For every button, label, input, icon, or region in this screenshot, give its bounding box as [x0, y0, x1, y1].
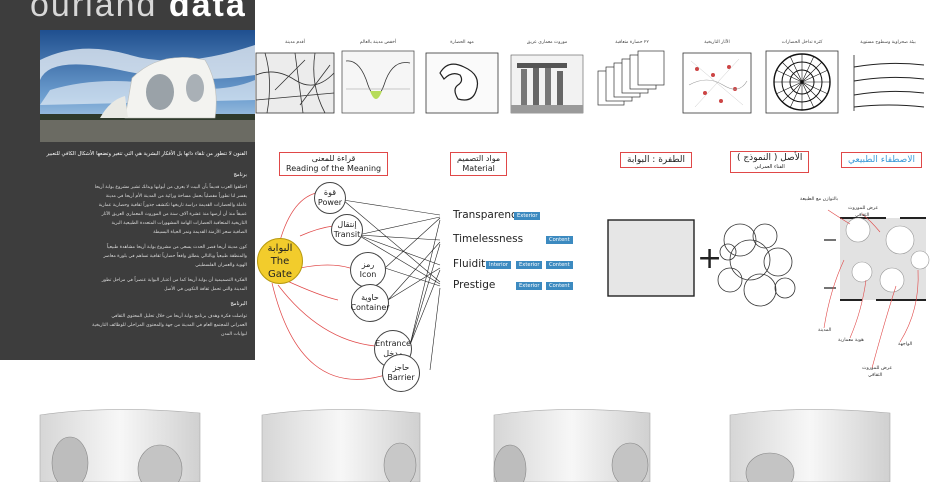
- annotation-heritage-top: عرض للموروث: [848, 206, 879, 211]
- annotation-heritage-bottom-line2: الثقافي: [868, 373, 883, 378]
- section-2-line: الهوية والعمران الفلسطيني: [195, 263, 247, 268]
- meaning-ar: قوة: [323, 188, 337, 197]
- thumbnail-caption: كثرة تداخل الحضارات: [781, 40, 823, 45]
- panel-headline: الفنون لا تتطور من تلقاء ذاتها بل الأفكا…: [46, 151, 247, 157]
- gate-model-renders: [39, 409, 891, 482]
- thumbnail-caption: بيئة صحراوية وسطوح مستوية: [860, 40, 916, 45]
- left-info-panel: ourland data الفنون لا تتطور من تلقاء ذا…: [0, 0, 255, 360]
- origin-title: الأصل ( النموذج ): [737, 153, 803, 163]
- meaning-ar: حاوية: [361, 293, 379, 302]
- thumbnail-caption: موروث معماري عريق: [526, 40, 568, 45]
- concept-equation-graphic: [607, 209, 930, 369]
- thumbnail-elevation-graph: [338, 45, 418, 115]
- thumbnail-circular-pattern: [762, 45, 842, 115]
- thumbnail-ruins-sketch: [507, 45, 587, 115]
- tag-content: Content: [546, 282, 573, 290]
- hero-render-image: [40, 30, 255, 142]
- render-1: [39, 409, 201, 482]
- section-3-line: الفكرة التصميمية أن بوابة أريحا كما من أ…: [101, 278, 247, 283]
- section-4-line: العمراني للمجتمع العام في المدينة من جهة…: [92, 323, 247, 328]
- section-4-line: لبوابات المدن: [220, 332, 247, 337]
- meaning-ar: إنتقال: [337, 220, 357, 229]
- annotation-facade: الواجهة: [898, 342, 913, 347]
- annotation-nature-balance: بالتوازن مع الطبيعة: [800, 197, 839, 202]
- thumbnail-cradle-shape: [422, 45, 502, 115]
- annotation-architectural-identity: هوية معمارية: [838, 338, 864, 343]
- origin-subtitle: الفناء العمراني: [754, 164, 785, 170]
- render-3: [493, 409, 651, 482]
- brand-word-2: data: [168, 0, 247, 24]
- brand-word-1: ourland: [30, 0, 158, 24]
- meaning-ar: حاجز: [392, 363, 410, 372]
- section-1-line: اختلفوا العرب قديماً بأن البيت لا يعرف م…: [94, 185, 247, 190]
- thumbnail-caption: ٢٢ حضارة متعاقبة: [615, 40, 649, 45]
- meaning-node-container: حاوية Container: [350, 284, 390, 322]
- render-4: [729, 409, 891, 482]
- annotation-heritage-top-line2: الثقافي: [855, 213, 870, 218]
- plus-sign: +: [697, 241, 723, 276]
- section-title-1: برنامج: [233, 172, 247, 178]
- property-fluidity: Fluidity: [453, 258, 492, 270]
- annotation-city: المدينة: [818, 328, 832, 333]
- mutation-gate-title: الطفرة : البوابة: [620, 152, 693, 168]
- thumbnail-caption: الآثار التاريخية: [704, 40, 730, 45]
- thumbnail-historic-map: [677, 45, 757, 115]
- meaning-node-transit: إنتقال Transit: [331, 214, 363, 246]
- tag-exterior: Exterior: [514, 212, 541, 220]
- gate-node: البوابة The Gate: [257, 238, 303, 284]
- meaning-ar: رمز: [361, 260, 375, 269]
- property-transparency: Transparency: [453, 209, 524, 221]
- material-title-en: Material: [462, 164, 495, 173]
- section-1-line: يفسر لنا تطوراً مفصلياً بحمل مساحة ورائي…: [105, 194, 247, 199]
- gate-label-en: The Gate: [268, 255, 292, 280]
- section-2-line: والمنطقة طبيعياً وبالتالي ينطلق واقعاً ح…: [103, 254, 247, 259]
- reading-title-ar: قراءة للمعنى: [311, 154, 356, 163]
- meaning-node-icon: رمز Icon: [350, 252, 386, 288]
- meaning-en: Entrance: [375, 339, 411, 348]
- section-1-line: الصافية سحر الأزمنة القديمة ونمر الحياة …: [153, 230, 247, 235]
- brand-title: ourland data: [30, 0, 247, 25]
- section-1-line: التاريخية المتعاقبة الحضارات الهامة المش…: [111, 221, 248, 226]
- thumbnail-flat-horizon: [848, 45, 928, 115]
- render-2: [261, 409, 421, 482]
- meaning-node-power: قوة Power: [314, 182, 346, 214]
- meaning-ar: مدخل: [383, 349, 403, 358]
- thumbnail-caption: مهد الحضارة: [450, 40, 474, 45]
- property-prestige: Prestige: [453, 279, 496, 291]
- thumbnail-stacked-layers: [592, 45, 672, 115]
- tag-interior: Interior: [486, 261, 511, 269]
- natural-selection-title: الاصطفاء الطبيعي: [841, 152, 922, 168]
- reading-meaning-title: قراءة للمعنى Reading of the Meaning: [279, 152, 389, 176]
- tag-content: Content: [546, 236, 573, 244]
- section-4-line: تواصلت فكرة وهدف برنامج بوابة أريحا من خ…: [111, 314, 247, 319]
- tag-content: Content: [546, 261, 573, 269]
- material-title-ar: مواد التصميم: [457, 154, 501, 163]
- gate-label-ar: البوابة: [267, 242, 293, 254]
- property-timelessness: Timelessness: [453, 233, 524, 245]
- tag-exterior: Exterior: [516, 261, 543, 269]
- section-1-line: عميقاً منذ أن أرضها منذ عشرة آلاف سنة من…: [101, 212, 247, 217]
- section-2-line: كون مدينة أريحا قصر الحدث يسعى من مشروع …: [106, 245, 247, 250]
- origin-model-title: الأصل ( النموذج ) الفناء العمراني: [730, 151, 810, 173]
- thumbnail-street-map: [255, 45, 335, 115]
- section-1-line: عاملة والحضارات القديمة دراسة تاريخها تك…: [98, 203, 247, 208]
- section-title-4: البرنامج: [230, 301, 247, 307]
- reading-title-en: Reading of the Meaning: [286, 164, 382, 173]
- meaning-node-barrier: حاجز Barrier: [382, 354, 420, 392]
- meaning-en: Container: [350, 303, 390, 312]
- meaning-en: Icon: [359, 270, 377, 279]
- meaning-en: Power: [317, 198, 343, 207]
- thumbnail-caption: أخفض مدينة بالعالم: [359, 40, 397, 45]
- thumbnail-caption: أقدم مدينة: [285, 40, 305, 45]
- annotation-heritage-bottom: عرض للموروث: [862, 366, 893, 371]
- meaning-en: Transit: [333, 230, 361, 239]
- material-title: مواد التصميم Material: [450, 152, 508, 176]
- section-3-line: المدينة والتي تحمل ثقافة التكوين في الأص…: [164, 287, 247, 292]
- meaning-en: Barrier: [387, 373, 415, 382]
- tag-exterior: Exterior: [516, 282, 543, 290]
